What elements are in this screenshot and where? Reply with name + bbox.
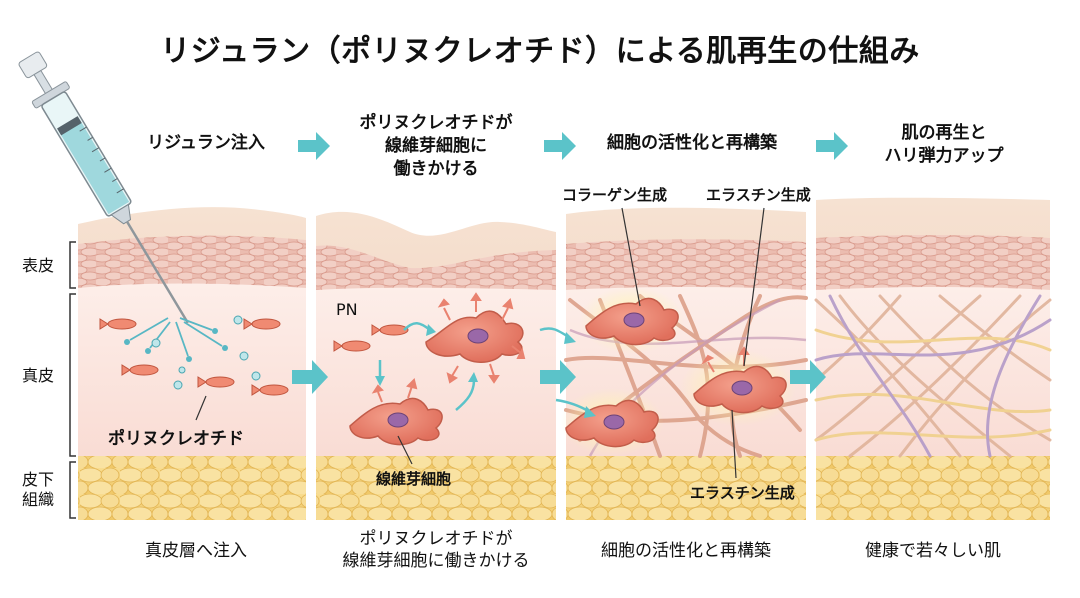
caption-2: ポリヌクレオチドが 線維芽細胞に働きかける: [316, 528, 556, 572]
flow-arrow-heads: [375, 324, 596, 418]
layer-brackets: [69, 241, 76, 519]
label-pn: PN: [336, 300, 358, 319]
layer-subcutis-line1: 皮下: [21, 470, 54, 489]
step-1: リジュラン注入: [108, 132, 304, 155]
caption-4-line1: 健康で若々しい肌: [865, 541, 1001, 561]
caption-1: 真皮層へ注入: [86, 540, 306, 562]
syringe: [18, 51, 189, 324]
caption-2-line1: ポリヌクレオチドが: [359, 529, 513, 549]
step-3: 細胞の活性化と再構築: [572, 132, 812, 155]
layer-subcutis-line2: 組織: [21, 490, 54, 509]
layer-subcutis-label: 皮下 組織: [12, 470, 64, 510]
caption-3: 細胞の活性化と再構築: [566, 540, 806, 562]
panel-1-injection: [78, 207, 306, 520]
fibroblast-cells: [349, 297, 787, 448]
step-2: ポリヌクレオチドが 線維芽細胞に 働きかける: [326, 112, 546, 181]
caption-4: 健康で若々しい肌: [816, 540, 1050, 562]
step-4-line2: ハリ弾力アップ: [884, 146, 1004, 166]
step-arrows-middle: [292, 360, 826, 394]
caption-1-line1: 真皮層へ注入: [145, 541, 247, 561]
page-title: リジュラン（ポリヌクレオチド）による肌再生の仕組み: [160, 34, 920, 69]
layer-epidermis-label: 表皮: [21, 256, 54, 275]
label-collagen: コラーゲン生成: [562, 186, 668, 204]
activation-arrows: [371, 292, 750, 403]
step-2-line1: ポリヌクレオチドが: [359, 113, 513, 133]
polynucleotide-icons: [99, 318, 409, 396]
label-elastin-bottom: エラスチン生成: [690, 484, 795, 502]
step-3-line1: 細胞の活性化と再構築: [607, 133, 777, 153]
label-elastin-top: エラスチン生成: [706, 186, 811, 204]
panel-4-regenerated: [814, 197, 1052, 520]
caption-3-line1: 細胞の活性化と再構築: [601, 541, 771, 561]
step-2-line2: 線維芽細胞に: [385, 136, 487, 156]
step-1-line1: リジュラン注入: [147, 133, 265, 153]
step-2-line3: 働きかける: [393, 159, 479, 179]
label-fibroblast: 線維芽細胞: [376, 470, 452, 488]
caption-2-line2: 線維芽細胞に働きかける: [342, 551, 530, 571]
step-arrows-top: [298, 132, 848, 160]
panel-3-rebuild: [560, 207, 808, 520]
label-polynucleotide: ポリヌクレオチド: [108, 429, 244, 449]
injection-spray: [124, 315, 261, 390]
layer-dermis-label: 真皮: [21, 366, 54, 385]
step-4-line1: 肌の再生と: [901, 123, 987, 143]
step-4: 肌の再生と ハリ弾力アップ: [846, 122, 1042, 168]
leader-lines: [195, 207, 765, 479]
